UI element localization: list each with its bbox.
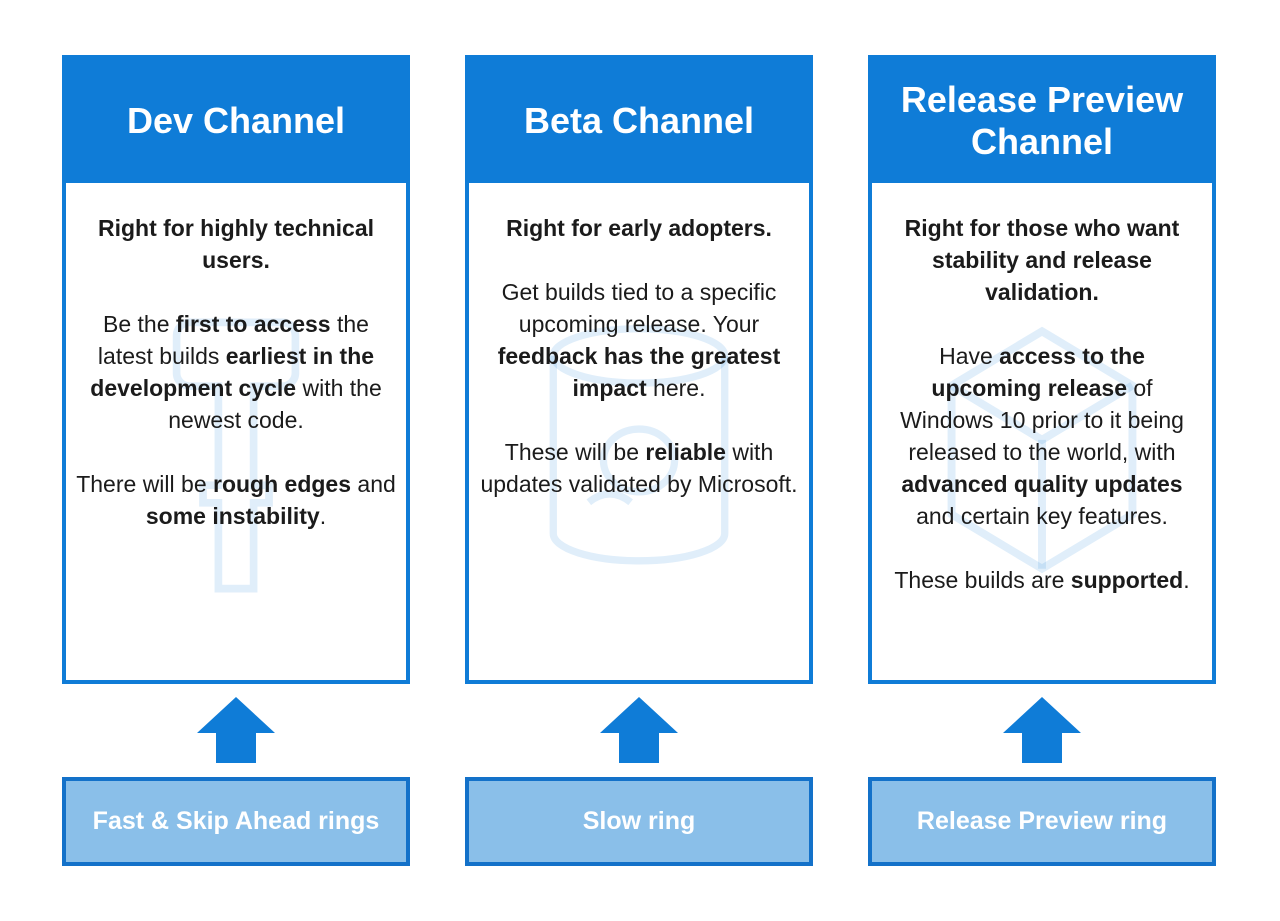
channel-summary: Right for highly technical users. [97,215,374,273]
beta-channel-header: Beta Channel [468,58,810,183]
channel-summary: Right for those who want stability and r… [904,215,1180,305]
beta-channel-body: Right for early adopters. Get builds tie… [469,182,809,679]
dev-channel-body: Right for highly technical users. Be the… [66,182,406,679]
ring-label: Slow ring [582,807,696,835]
channel-caveat: There will be rough edges and some insta… [76,471,396,529]
channel-summary: Right for early adopters. [506,215,772,241]
channel-title: Dev Channel [126,99,346,141]
channel-column-dev: Dev Channel Right for highly technical u… [62,55,410,866]
up-arrow-icon [1003,697,1081,763]
channel-description: Get builds tied to a specific upcoming r… [497,279,781,401]
ring-label: Fast & Skip Ahead rings [92,807,380,835]
channel-columns: Dev Channel Right for highly technical u… [62,55,1216,866]
ring-label: Release Preview ring [916,807,1168,835]
ring-box-dev: Fast & Skip Ahead rings [62,777,410,866]
release-preview-channel-card: Release Preview Channel Right for those … [868,55,1216,684]
up-arrow-icon [600,697,678,763]
beta-channel-card: Beta Channel Right for early adopters. G… [465,55,813,684]
ring-box-release-preview: Release Preview ring [868,777,1216,866]
channel-description: Have access to the upcoming release of W… [900,343,1184,529]
dev-channel-header: Dev Channel [65,58,407,183]
channel-caveat: These will be reliable with updates vali… [480,439,798,497]
channel-caveat: These builds are supported. [894,567,1190,593]
release-preview-channel-body: Right for those who want stability and r… [872,182,1212,679]
channel-column-release-preview: Release Preview Channel Right for those … [868,55,1216,866]
up-arrow-icon [197,697,275,763]
channel-title: Beta Channel [523,99,755,141]
channel-title: Release Preview Channel [900,79,1184,162]
dev-channel-card: Dev Channel Right for highly technical u… [62,55,410,684]
channel-column-beta: Beta Channel Right for early adopters. G… [465,55,813,866]
release-preview-channel-header: Release Preview Channel [871,58,1213,183]
ring-box-beta: Slow ring [465,777,813,866]
channel-description: Be the first to access the latest builds… [90,311,382,433]
